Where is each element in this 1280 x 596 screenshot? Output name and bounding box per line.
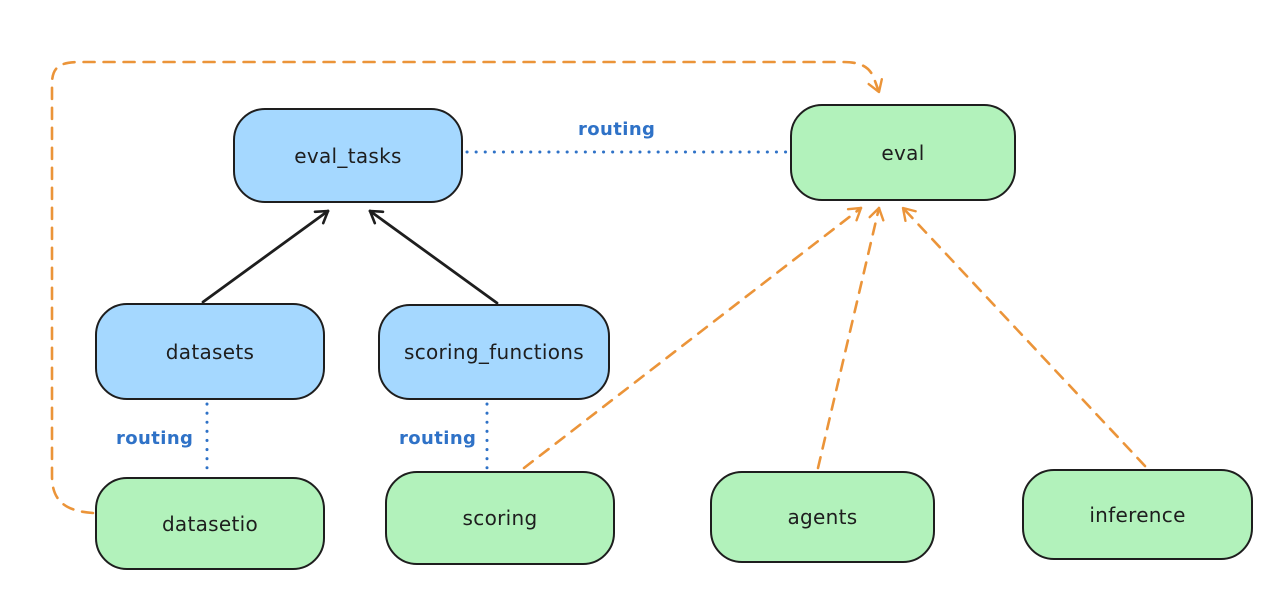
edge-label-routing-datasets-datasetio: routing: [116, 428, 194, 449]
node-eval-tasks-label: eval_tasks: [294, 143, 402, 168]
edge-scoring-to-eval: [522, 206, 863, 470]
node-inference-label: inference: [1089, 502, 1186, 527]
node-eval-tasks[interactable]: eval_tasks: [233, 108, 463, 203]
edge-label-routing-scoring-functions-scoring: routing: [399, 428, 477, 449]
node-datasetio-label: datasetio: [161, 511, 259, 536]
edge-datasetio-to-eval: [50, 60, 884, 515]
node-scoring-functions-label: scoring_functions: [403, 340, 585, 364]
node-scoring-label: scoring: [462, 506, 538, 530]
edge-datasets-to-eval-tasks: [201, 209, 330, 304]
edge-inference-to-eval: [901, 206, 1147, 468]
node-inference[interactable]: inference: [1022, 469, 1253, 560]
edge-scoring-functions-to-eval-tasks: [368, 209, 499, 305]
node-eval-label: eval: [881, 140, 925, 165]
node-scoring[interactable]: scoring: [385, 471, 615, 565]
node-scoring-functions[interactable]: scoring_functions: [378, 304, 610, 400]
edge-agents-to-eval: [816, 206, 885, 470]
node-agents-label: agents: [787, 505, 858, 529]
node-datasets[interactable]: datasets: [95, 303, 325, 400]
node-datasets-label: datasets: [165, 339, 255, 364]
node-eval[interactable]: eval: [790, 104, 1016, 201]
edge-label-routing-eval-tasks-eval: routing: [578, 119, 656, 140]
node-agents[interactable]: agents: [710, 471, 935, 563]
node-datasetio[interactable]: datasetio: [95, 477, 325, 570]
